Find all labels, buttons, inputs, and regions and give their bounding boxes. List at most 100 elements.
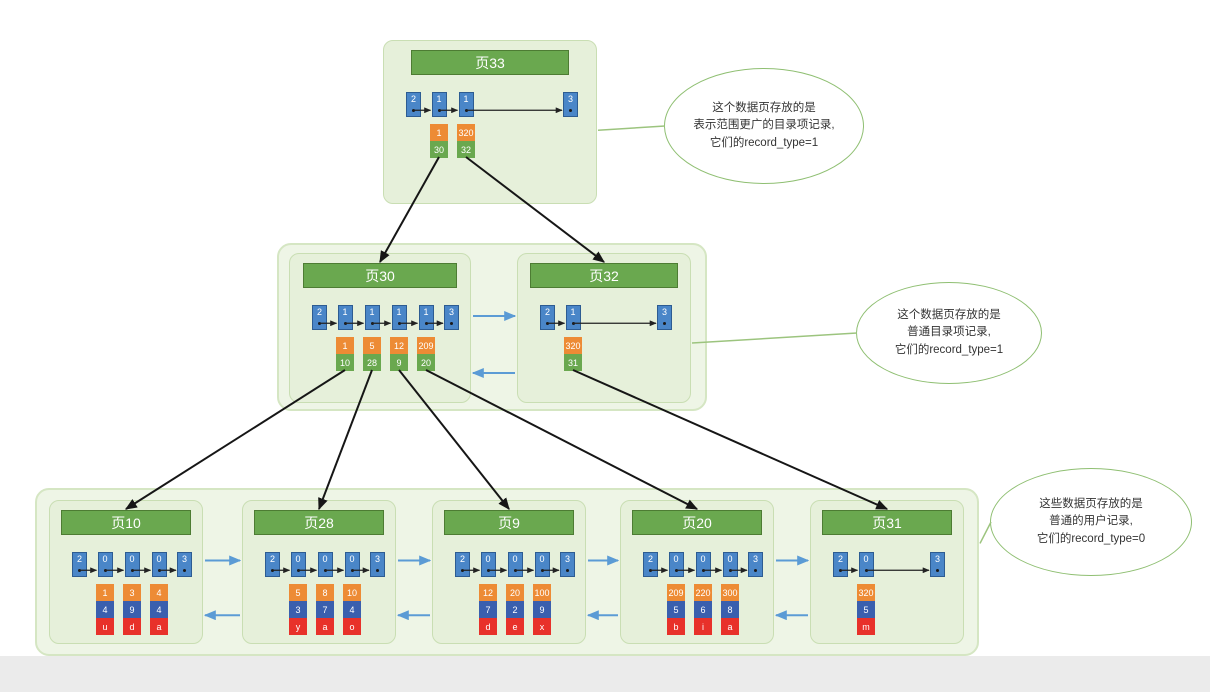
page-20-rec-2-cell-0: 300	[721, 584, 739, 601]
page-10-rec-0-head: 0	[97, 552, 113, 577]
page-9-sup: 3	[560, 552, 575, 577]
page-33-sup-head: 3	[563, 92, 578, 117]
callout-1-line-1: 这个数据页存放的是	[712, 102, 816, 115]
page-10-inf-head: 2	[72, 552, 87, 577]
callout-3-line-2: 普通的用户记录,	[1049, 515, 1133, 528]
page-9-rec-1-cell-2: e	[506, 618, 524, 635]
page-9-rec-1-cell-1: 2	[506, 601, 524, 618]
page-10-rec-1-cell-2: d	[123, 618, 141, 635]
page-30-rec-0-cell-0: 1	[336, 337, 354, 354]
page-20-rec-1-cell-1: 6	[694, 601, 712, 618]
page-20-rec-1-cell-0: 220	[694, 584, 712, 601]
page-30-rec-2-head: 1	[391, 305, 407, 330]
page-30-rec-1-cell-0: 5	[363, 337, 381, 354]
page-30-rec-3-cell-0: 209	[417, 337, 435, 354]
callout-3-line-1: 这些数据页存放的是	[1039, 498, 1143, 511]
page-28-rec-2-cell-0: 10	[343, 584, 361, 601]
page-31-sup: 3	[930, 552, 945, 577]
callout-3-line-3: 它们的record_type=0	[1036, 532, 1146, 545]
page-28-rec-1-cell-0: 8	[316, 584, 334, 601]
callout-leader-line	[597, 125, 666, 131]
page-10-rec-2-cell-1: 4	[150, 601, 168, 618]
page-10-rec-1-head: 0	[124, 552, 140, 577]
page-31-rec-0-cell-2: m	[857, 618, 875, 635]
callout-2-line-3: 它们的record_type=1	[894, 343, 1004, 356]
page-28-inf-head: 2	[265, 552, 280, 577]
callout-1-line-2: 表示范围更广的目录项记录,	[693, 119, 835, 132]
page-30-rec-3-ref: 20	[417, 354, 435, 371]
page-20-rec-0-cell-0: 209	[667, 584, 685, 601]
page-30-rec-3-head: 1	[418, 305, 434, 330]
page-28-sup-head: 3	[370, 552, 385, 577]
page-9-rec-2-cell-1: 9	[533, 601, 551, 618]
page-30-rec-1-head: 1	[364, 305, 380, 330]
page-30-rec-2-cell-0: 12	[390, 337, 408, 354]
page-31-rec-0-head: 0	[858, 552, 874, 577]
page-10-rec-2-cell-2: a	[150, 618, 168, 635]
page-10-header: 页10	[60, 510, 192, 535]
page-32-header: 页32	[530, 263, 678, 288]
page-9-rec-2-head: 0	[534, 552, 550, 577]
page-28-rec-0-cell-0: 5	[289, 584, 307, 601]
page-20-rec-2-cell-2: a	[721, 618, 739, 635]
page-28-rec-1-head: 0	[317, 552, 333, 577]
callout-3: 这些数据页存放的是 普通的用户记录, 它们的record_type=0	[990, 468, 1192, 576]
page-31-inf-head: 2	[833, 552, 848, 577]
callout-2-line-2: 普通目录项记录,	[907, 326, 991, 339]
page-10-rec-0-cell-0: 1	[96, 584, 114, 601]
page-32-sup-head: 3	[657, 305, 672, 330]
page-20-rec-0-head: 0	[668, 552, 684, 577]
page-28-rec-0-cell-1: 3	[289, 601, 307, 618]
page-30-rec-0-ref: 10	[336, 354, 354, 371]
page-10-rec-2-head: 0	[151, 552, 167, 577]
callout-1-line-3: 它们的record_type=1	[709, 136, 819, 149]
page-33-rec-0-ref: 30	[430, 141, 448, 158]
page-20-inf: 2	[643, 552, 658, 577]
page-33-rec-0-head: 1	[431, 92, 447, 117]
page-31-sup-head: 3	[930, 552, 945, 577]
page-28-header: 页28	[253, 510, 385, 535]
page-9-inf-head: 2	[455, 552, 470, 577]
callout-2-line-1: 这个数据页存放的是	[897, 309, 1001, 322]
page-30-sup-head: 3	[444, 305, 459, 330]
page-30-rec-1-ref: 28	[363, 354, 381, 371]
page-10-rec-2-cell-0: 4	[150, 584, 168, 601]
page-20-rec-1-cell-2: i	[694, 618, 712, 635]
page-33-inf-head: 2	[406, 92, 421, 117]
page-10-rec-1-cell-0: 3	[123, 584, 141, 601]
page-33-inf: 2	[406, 92, 421, 117]
page-20-rec-2-head: 0	[722, 552, 738, 577]
page-28-rec-1-cell-1: 7	[316, 601, 334, 618]
page-33-rec-0-cell-0: 1	[430, 124, 448, 141]
